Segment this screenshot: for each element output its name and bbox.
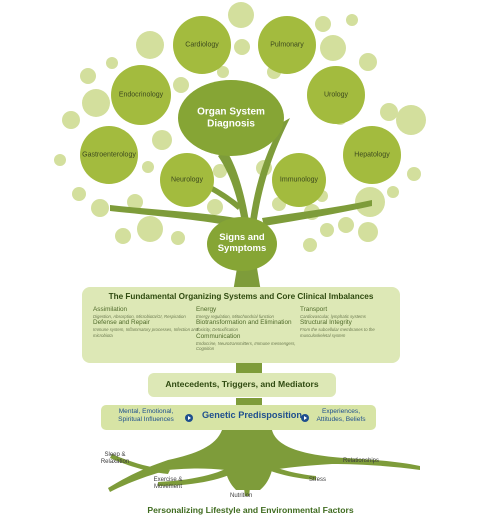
pulmonary-label: Pulmonary [270, 41, 304, 49]
neurology-label: Neurology [171, 176, 203, 184]
trunk [110, 118, 372, 406]
assimilation-heading: Assimilation [93, 306, 128, 313]
small-leaves [54, 2, 426, 252]
antecedents-box: Antecedents, Triggers, and Mediators [148, 373, 336, 397]
organ-system-diagnosis-label: Organ System Diagnosis [197, 106, 265, 130]
fundamental-systems-box: The Fundamental Organizing Systems and C… [82, 287, 400, 363]
endocrinology-label: Endocrinology [118, 91, 164, 99]
communication-heading: Communication [196, 332, 241, 340]
defense-desc: Immune system, Inflammatory processes, I… [93, 327, 199, 338]
transport-desc: Cardiovascular, lymphatic systems [300, 314, 366, 319]
urology-label: Urology [323, 91, 349, 99]
structural-heading: Structural Integrity [300, 319, 352, 327]
genetic-bar [101, 405, 376, 430]
stress-label: Stress [309, 477, 327, 483]
cardiology-label: Cardiology [185, 41, 219, 49]
fundamental-systems-title: The Fundamental Organizing Systems and C… [108, 292, 374, 301]
center-leaves [178, 80, 284, 271]
communication-desc: Endocrine, Neurotransmitters, Immune mes… [196, 340, 296, 352]
assimilation-desc: Digestion, Absorption, Microbiota/GI, Re… [93, 314, 186, 319]
systems-column-3: Transport Cardiovascular, lymphatic syst… [300, 306, 396, 338]
footer-title: Personalizing Lifestyle and Environmenta… [147, 505, 354, 515]
energy-heading: Energy [196, 306, 217, 313]
hepatology-label: Hepatology [354, 151, 390, 159]
biotransformation-heading: Biotransformation and Elimination [196, 319, 292, 327]
roots [108, 430, 420, 496]
sleep-relaxation-label: Sleep & Relaxation [100, 452, 130, 466]
arrow-right-icon [301, 414, 309, 422]
biotransformation-desc: Toxicity, Detoxification [196, 327, 239, 333]
signs-symptoms-label: Signs and Symptoms [217, 232, 267, 254]
structural-desc: From the subcellular membranes to the mu… [300, 327, 375, 338]
exercise-movement-label: Exercise & Movement [153, 477, 183, 491]
genetic-predisposition-label: Genetic Predisposition [201, 410, 303, 420]
energy-desc: Energy regulation, Mitochondrial functio… [196, 314, 274, 319]
experiences-label: Experiences, Attitudes, Beliefs [316, 408, 366, 423]
defense-heading: Defense and Repair [93, 319, 150, 327]
systems-column-1: Assimilation Digestion, Absorption, Micr… [93, 306, 201, 338]
systems-column-2: Energy Energy regulation, Mitochondrial … [196, 306, 308, 351]
nutrition-label: Nutrition [230, 493, 253, 499]
gastroenterology-label: Gastroenterology [82, 151, 136, 159]
transport-heading: Transport [300, 306, 328, 313]
arrow-right-icon [185, 414, 193, 422]
mental-influences-label: Mental, Emotional, Spiritual Influences [118, 408, 174, 423]
immunology-label: Immunology [279, 176, 319, 184]
organ-leaves [80, 16, 401, 207]
relationships-label: Relationships [343, 458, 380, 464]
antecedents-label: Antecedents, Triggers, and Mediators [165, 379, 319, 389]
